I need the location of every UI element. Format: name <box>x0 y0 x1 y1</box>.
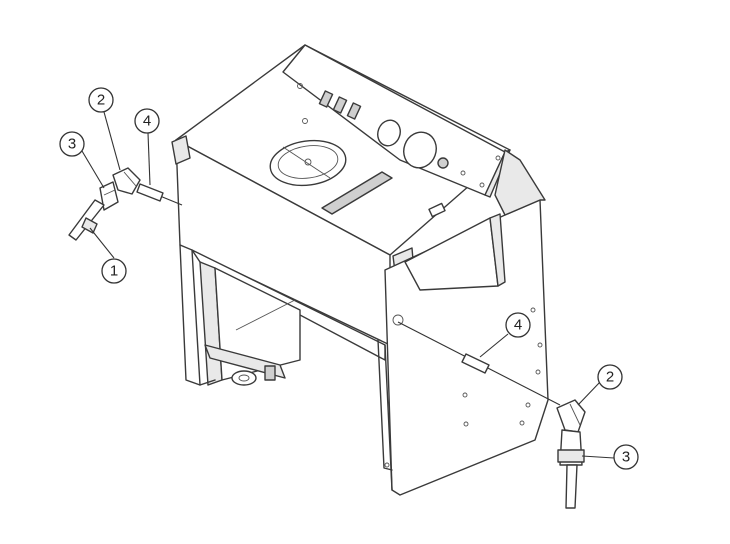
callout-4-right: 4 <box>505 312 531 338</box>
valve-handle-right <box>565 464 578 509</box>
callout-1-label: 1 <box>110 263 118 280</box>
left-hose-assembly <box>68 167 183 241</box>
callout-4-left: 4 <box>134 108 160 134</box>
leader-lines <box>81 111 615 459</box>
callout-3-right: 3 <box>613 444 639 470</box>
callout-4-right-label: 4 <box>514 317 522 334</box>
fitting-tube-right <box>461 353 490 374</box>
callout-3-right-label: 3 <box>622 449 630 466</box>
elbow-fitting-right <box>556 399 586 433</box>
callout-1: 1 <box>101 258 127 284</box>
frame-assembly <box>171 44 549 496</box>
callout-3-left-label: 3 <box>68 136 76 153</box>
callout-2-right: 2 <box>597 364 623 390</box>
right-hose-assembly <box>397 321 586 509</box>
fitting-tube-left <box>136 183 164 202</box>
callout-4-left-label: 4 <box>143 113 151 130</box>
callout-2-left: 2 <box>88 87 114 113</box>
elbow-fitting-left <box>112 167 141 195</box>
callout-2-left-label: 2 <box>97 92 105 109</box>
valve-body-left <box>99 181 119 211</box>
callout-3-left: 3 <box>59 131 85 157</box>
callout-2-right-label: 2 <box>606 369 614 386</box>
